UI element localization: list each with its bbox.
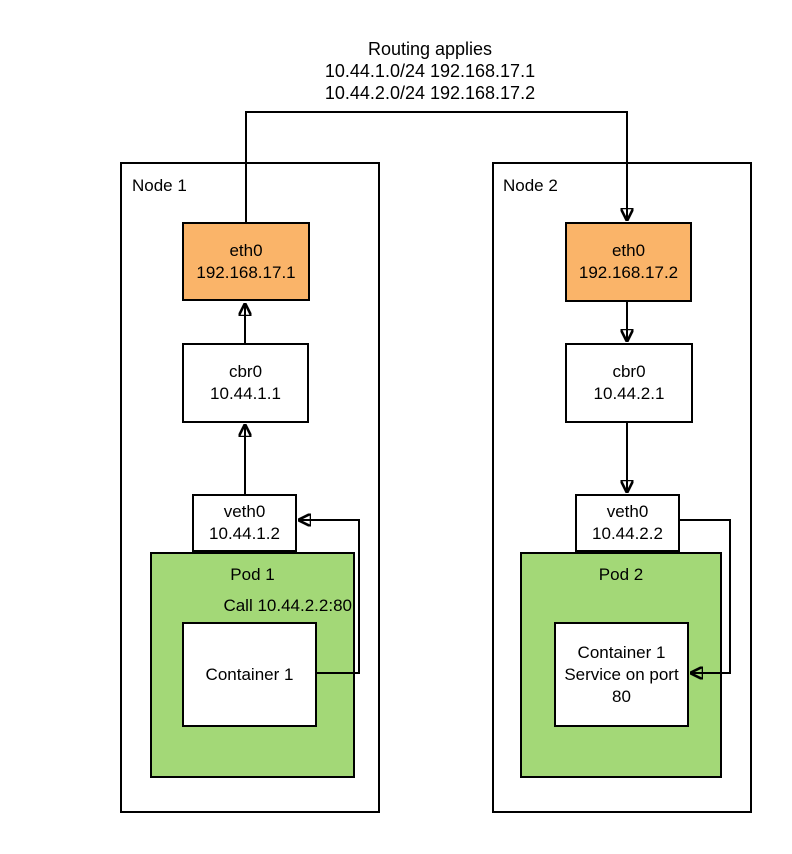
node1-veth0-name: veth0	[223, 502, 266, 521]
node2-cbr0-box: cbr0 10.44.2.1	[565, 343, 693, 423]
node2-container-service-label: Service on port	[564, 664, 679, 684]
node2-label: Node 2	[503, 176, 558, 195]
node1-eth0-name: eth0	[229, 240, 263, 260]
node2-veth0-ip: 10.44.2.2	[592, 524, 663, 543]
node1-cbr0-name: cbr0	[228, 362, 263, 381]
node2-container-box: Container 1 Service on port 80	[554, 622, 689, 727]
node1-container-box: Container 1	[182, 622, 317, 727]
node1-cbr0-box: cbr0 10.44.1.1	[182, 343, 309, 423]
node2-container-label: Container 1	[577, 642, 666, 662]
node2-eth0-name: eth0	[611, 241, 646, 260]
node1-label: Node 1	[132, 176, 187, 195]
routing-caption: Routing applies 10.44.1.0/24 192.168.17.…	[230, 38, 630, 104]
routing-caption-title: Routing applies	[367, 39, 493, 59]
node2-veth0-box: veth0 10.44.2.2	[575, 494, 680, 552]
routing-rule-1: 10.44.1.0/24 192.168.17.1	[324, 61, 536, 81]
node2-cbr0-ip: 10.44.2.1	[593, 384, 665, 403]
node2-container-port-label: 80	[612, 686, 631, 706]
node2-cbr0-name: cbr0	[612, 362, 646, 381]
node1-cbr0-ip: 10.44.1.1	[210, 384, 281, 403]
routing-rule-2: 10.44.2.0/24 192.168.17.2	[324, 83, 536, 103]
node2-eth0-ip: 192.168.17.2	[578, 263, 679, 282]
node2-veth0-name: veth0	[606, 502, 649, 521]
node1-eth0-box: eth0 192.168.17.1	[182, 222, 310, 301]
node1-call-label: Call 10.44.2.2:80	[223, 596, 352, 615]
node1-veth0-box: veth0 10.44.1.2	[192, 494, 297, 552]
node2-eth0-box: eth0 192.168.17.2	[565, 222, 692, 302]
node1-veth0-ip: 10.44.1.2	[209, 524, 280, 543]
node1-container-label: Container 1	[205, 664, 294, 684]
node2-pod-label: Pod 2	[598, 565, 644, 584]
node1-pod-label: Pod 1	[230, 565, 275, 584]
node1-eth0-ip: 192.168.17.1	[196, 262, 296, 282]
